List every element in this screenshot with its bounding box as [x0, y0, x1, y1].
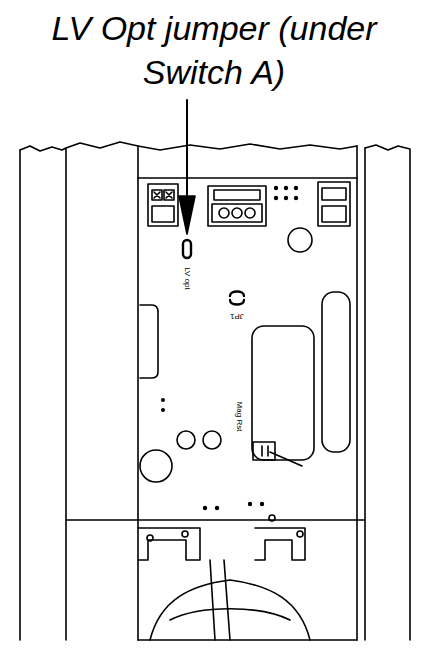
callout-arrow	[179, 100, 195, 234]
housing	[20, 142, 410, 640]
jumper-label: Mag Rst	[235, 400, 244, 432]
callout-label: LV Opt jumper (under Switch A)	[34, 6, 394, 94]
jumper-label: JP1	[229, 312, 245, 321]
jumpers	[183, 240, 302, 466]
jumper-label: LV opt	[182, 266, 191, 291]
terminal-blocks	[148, 182, 350, 226]
board-features	[140, 228, 350, 482]
header-pins	[161, 186, 298, 510]
bottom-clips	[138, 515, 310, 640]
